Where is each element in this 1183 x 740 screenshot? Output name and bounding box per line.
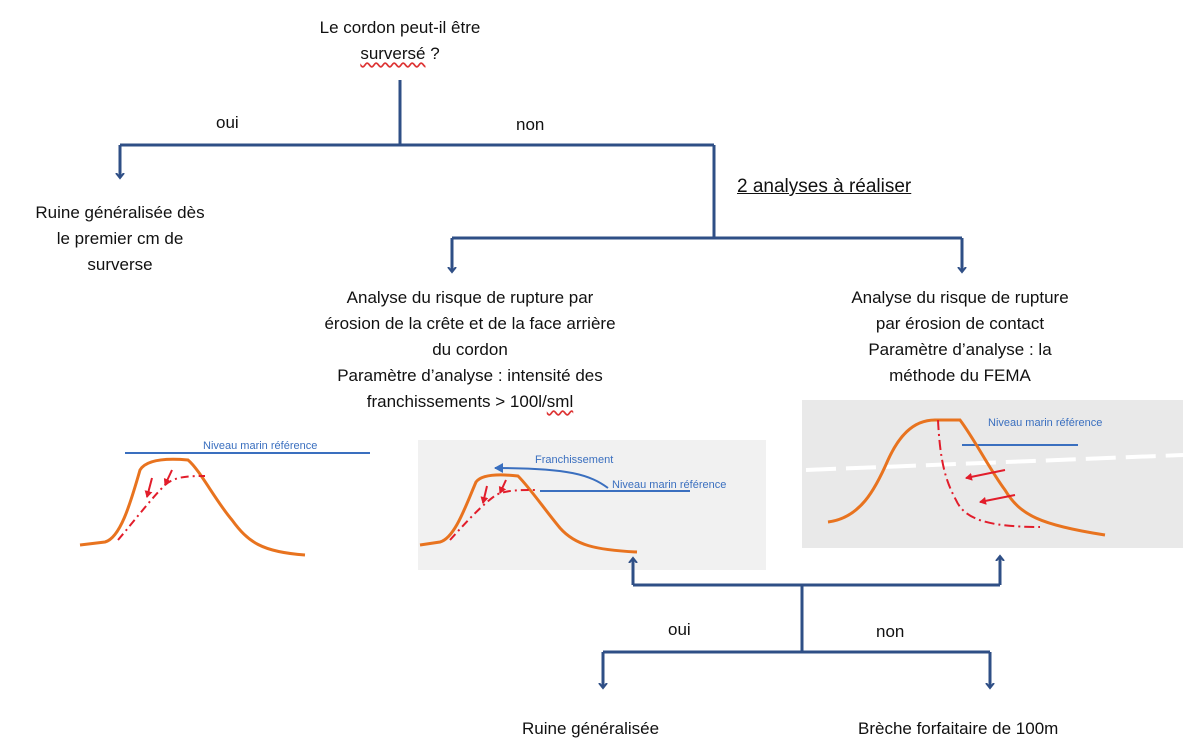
yes-outcome-line: le premier cm de — [56, 229, 184, 248]
question-keyword: surversé — [360, 44, 426, 63]
analysis-right-line: par érosion de contact — [875, 314, 1045, 333]
erosion-arrow — [144, 477, 153, 498]
erosion-line — [117, 475, 206, 541]
top-branch-yes: oui — [216, 113, 239, 132]
yes-outcome-line: surverse — [87, 255, 153, 274]
analysis-left: Analyse du risque de rupture par érosion… — [265, 285, 675, 415]
analysis-left-unit: sml — [546, 392, 574, 411]
erosion-line — [449, 489, 537, 541]
bottom-branch-yes: oui — [668, 620, 691, 639]
analysis-right-line: Analyse du risque de rupture — [851, 288, 1069, 307]
sea-level-label: Niveau marin référence — [988, 417, 1102, 429]
analysis-left-line: Paramètre d’analyse : intensité des — [337, 366, 603, 385]
analysis-right-line: méthode du FEMA — [889, 366, 1031, 385]
yes-outcome: Ruine généralisée dès le premier cm de s… — [0, 200, 240, 278]
dike-profile — [419, 473, 638, 554]
question-line-2: surversé ? — [250, 41, 550, 67]
figure-crest-erosion: Niveau marin référence — [79, 440, 370, 557]
yes-outcome-line: Ruine généralisée dès — [35, 203, 205, 222]
analyses-heading: 2 analyses à réaliser — [737, 176, 912, 197]
question-line-1: Le cordon peut-il être — [319, 18, 481, 37]
erosion-arrow — [965, 469, 1006, 481]
bottom-connectors — [603, 556, 1000, 688]
top-branch-no: non — [516, 115, 545, 134]
question-suffix: ? — [425, 44, 440, 63]
main-question: Le cordon peut-il être surversé ? — [250, 15, 550, 67]
analysis-left-line: érosion de la crête et de la face arrièr… — [324, 314, 616, 333]
analysis-left-threshold: franchissements > 100l/ — [366, 392, 547, 411]
figure-background — [418, 440, 766, 570]
figure-contact-erosion: Niveau marin référence — [802, 400, 1183, 548]
bottom-outcome-no: Brèche forfaitaire de 100m — [858, 719, 1059, 738]
dike-profile — [79, 457, 306, 557]
analysis-left-line: du cordon — [432, 340, 508, 359]
overtopping-label: Franchissement — [535, 454, 613, 466]
analysis-right-line: Paramètre d’analyse : la — [868, 340, 1052, 359]
erosion-arrow — [480, 485, 489, 504]
white-dashes — [805, 453, 1183, 472]
erosion-arrow — [163, 469, 173, 486]
bottom-branch-no: non — [876, 622, 905, 641]
analysis-right: Analyse du risque de rupture par érosion… — [800, 285, 1120, 389]
analysis-left-line: franchissements > 100l/sml — [265, 389, 675, 415]
dike-profile — [827, 418, 1106, 537]
figure-overtopping: Niveau marin référence Franchissement — [418, 440, 766, 570]
erosion-arrow — [498, 479, 507, 494]
erosion-arrow — [979, 494, 1016, 505]
erosion-line — [937, 419, 1041, 528]
top-connectors — [120, 80, 962, 272]
sea-level-label: Niveau marin référence — [203, 440, 317, 452]
analysis-left-line: Analyse du risque de rupture par — [346, 288, 594, 307]
overtopping-arrow — [494, 463, 609, 489]
bottom-outcome-yes: Ruine généralisée — [522, 719, 660, 738]
sea-level-label: Niveau marin référence — [612, 479, 726, 491]
